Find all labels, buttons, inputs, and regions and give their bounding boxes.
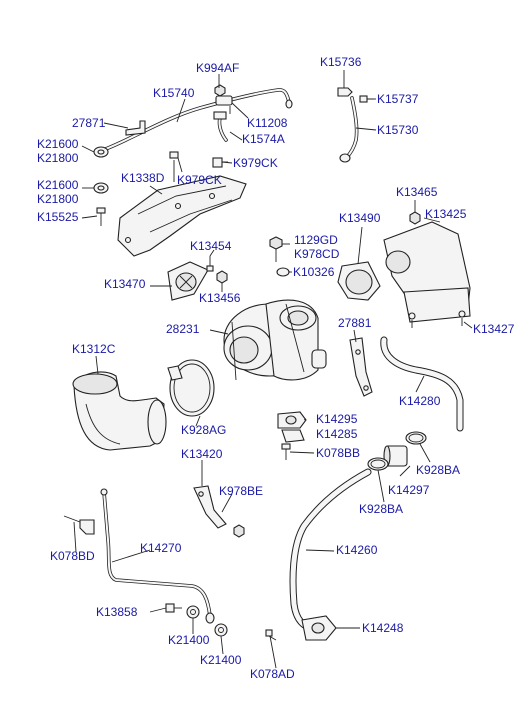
gasket-k13470 (167, 261, 209, 301)
clamp-k928ba-left (367, 457, 389, 471)
nut-k13465 (409, 211, 421, 225)
leader-lines (73, 70, 473, 669)
ring-k10326 (276, 267, 290, 277)
label-k978be[interactable]: K978BE (219, 484, 264, 498)
label-k21400-2[interactable]: K21400 (200, 653, 242, 667)
label-1129gd[interactable]: 1129GD (294, 233, 338, 247)
stud-k13454 (206, 256, 214, 272)
label-k13427[interactable]: K13427 (473, 322, 515, 336)
label-k14270[interactable]: K14270 (140, 541, 182, 555)
label-k10326[interactable]: K10326 (293, 265, 335, 279)
label-k11208[interactable]: K11208 (247, 116, 288, 130)
label-k14295[interactable]: K14295 (316, 412, 358, 426)
label-k13456[interactable]: K13456 (199, 291, 241, 305)
label-k14248[interactable]: K14248 (362, 621, 404, 635)
gasket-k13490 (337, 261, 381, 301)
label-k078bd[interactable]: K078BD (50, 549, 95, 563)
label-28231[interactable]: 28231 (166, 322, 200, 336)
bolt-1129gd (269, 236, 283, 262)
clamp-k928ag (167, 359, 215, 417)
label-k078bb[interactable]: K078BB (316, 446, 361, 460)
label-k13470[interactable]: K13470 (104, 277, 146, 291)
label-k994af[interactable]: K994AF (196, 61, 240, 75)
nut-k13456 (216, 270, 228, 284)
label-k078ad[interactable]: K078AD (250, 667, 295, 681)
gasket-k14295 (277, 411, 307, 429)
label-k1574a[interactable]: K1574A (242, 132, 285, 146)
oil-line-k14270 (100, 488, 215, 624)
stud-k13427 (411, 318, 463, 328)
gasket-k14248 (301, 615, 337, 641)
label-k15525[interactable]: K15525 (37, 210, 79, 224)
bracket-k13420 (193, 485, 227, 529)
label-k13465[interactable]: K13465 (396, 185, 438, 199)
pipe-k14260 (289, 468, 372, 632)
label-k13420[interactable]: K13420 (181, 447, 223, 461)
bracket-27881 (349, 337, 373, 397)
label-27881[interactable]: 27881 (338, 316, 372, 330)
label-k1312c[interactable]: K1312C (72, 342, 116, 356)
bolt-k13858 (165, 603, 182, 613)
label-k15730[interactable]: K15730 (377, 123, 419, 137)
heat-shield (117, 175, 247, 257)
label-k15737[interactable]: K15737 (377, 92, 419, 106)
intake-elbow (72, 371, 167, 451)
label-k14285[interactable]: K14285 (316, 427, 358, 441)
bolt-k078ad (265, 629, 277, 641)
label-k13454[interactable]: K13454 (190, 239, 232, 253)
washers-k21600-lower (93, 182, 109, 194)
label-k15740[interactable]: K15740 (153, 86, 195, 100)
label-k1338d[interactable]: K1338D (121, 171, 165, 185)
label-27871[interactable]: 27871 (72, 116, 106, 130)
hose-k14280 (380, 336, 464, 432)
label-k15736[interactable]: K15736 (320, 55, 362, 69)
bolt-k15525 (96, 207, 106, 226)
oil-return-pipe (337, 87, 359, 163)
flange-k14285 (281, 429, 305, 443)
label-k21400-1[interactable]: K21400 (168, 633, 210, 647)
bracket-k078bd (63, 515, 95, 535)
label-k14260[interactable]: K14260 (336, 543, 378, 557)
pipe-clamp-27871 (125, 120, 146, 136)
nut-k994af (214, 84, 226, 97)
bolt-k078bb (281, 443, 291, 460)
label-k21800-1[interactable]: K21800 (37, 151, 79, 165)
label-k979ck-2[interactable]: K979CK (177, 173, 222, 187)
label-k928ba-2[interactable]: K928BA (416, 463, 461, 477)
label-k928ag[interactable]: K928AG (181, 423, 227, 437)
label-k978cd[interactable]: K978CD (294, 247, 340, 261)
label-k21600-1[interactable]: K21600 (37, 137, 79, 151)
washer-k21400-lower (214, 623, 228, 637)
label-k979ck-1[interactable]: K979CK (233, 156, 278, 170)
washers-k21600-upper (93, 146, 109, 158)
label-k14297[interactable]: K14297 (388, 483, 430, 497)
clamp-k928ba-right (405, 431, 427, 445)
label-k21800-2[interactable]: K21800 (37, 192, 79, 206)
label-k13858[interactable]: K13858 (96, 605, 138, 619)
bolt-k979ck-lower (169, 151, 179, 182)
hose-k1574a (213, 106, 231, 142)
label-k13490[interactable]: K13490 (339, 211, 381, 225)
exhaust-elbow (383, 221, 471, 323)
washer-k21400-upper (186, 605, 200, 619)
turbocharger (223, 299, 327, 381)
label-k928ba-1[interactable]: K928BA (359, 502, 404, 516)
label-k14280[interactable]: K14280 (399, 394, 441, 408)
label-k21600-2[interactable]: K21600 (37, 178, 79, 192)
label-k13425[interactable]: K13425 (425, 207, 467, 221)
bolt-k978be (233, 524, 245, 538)
